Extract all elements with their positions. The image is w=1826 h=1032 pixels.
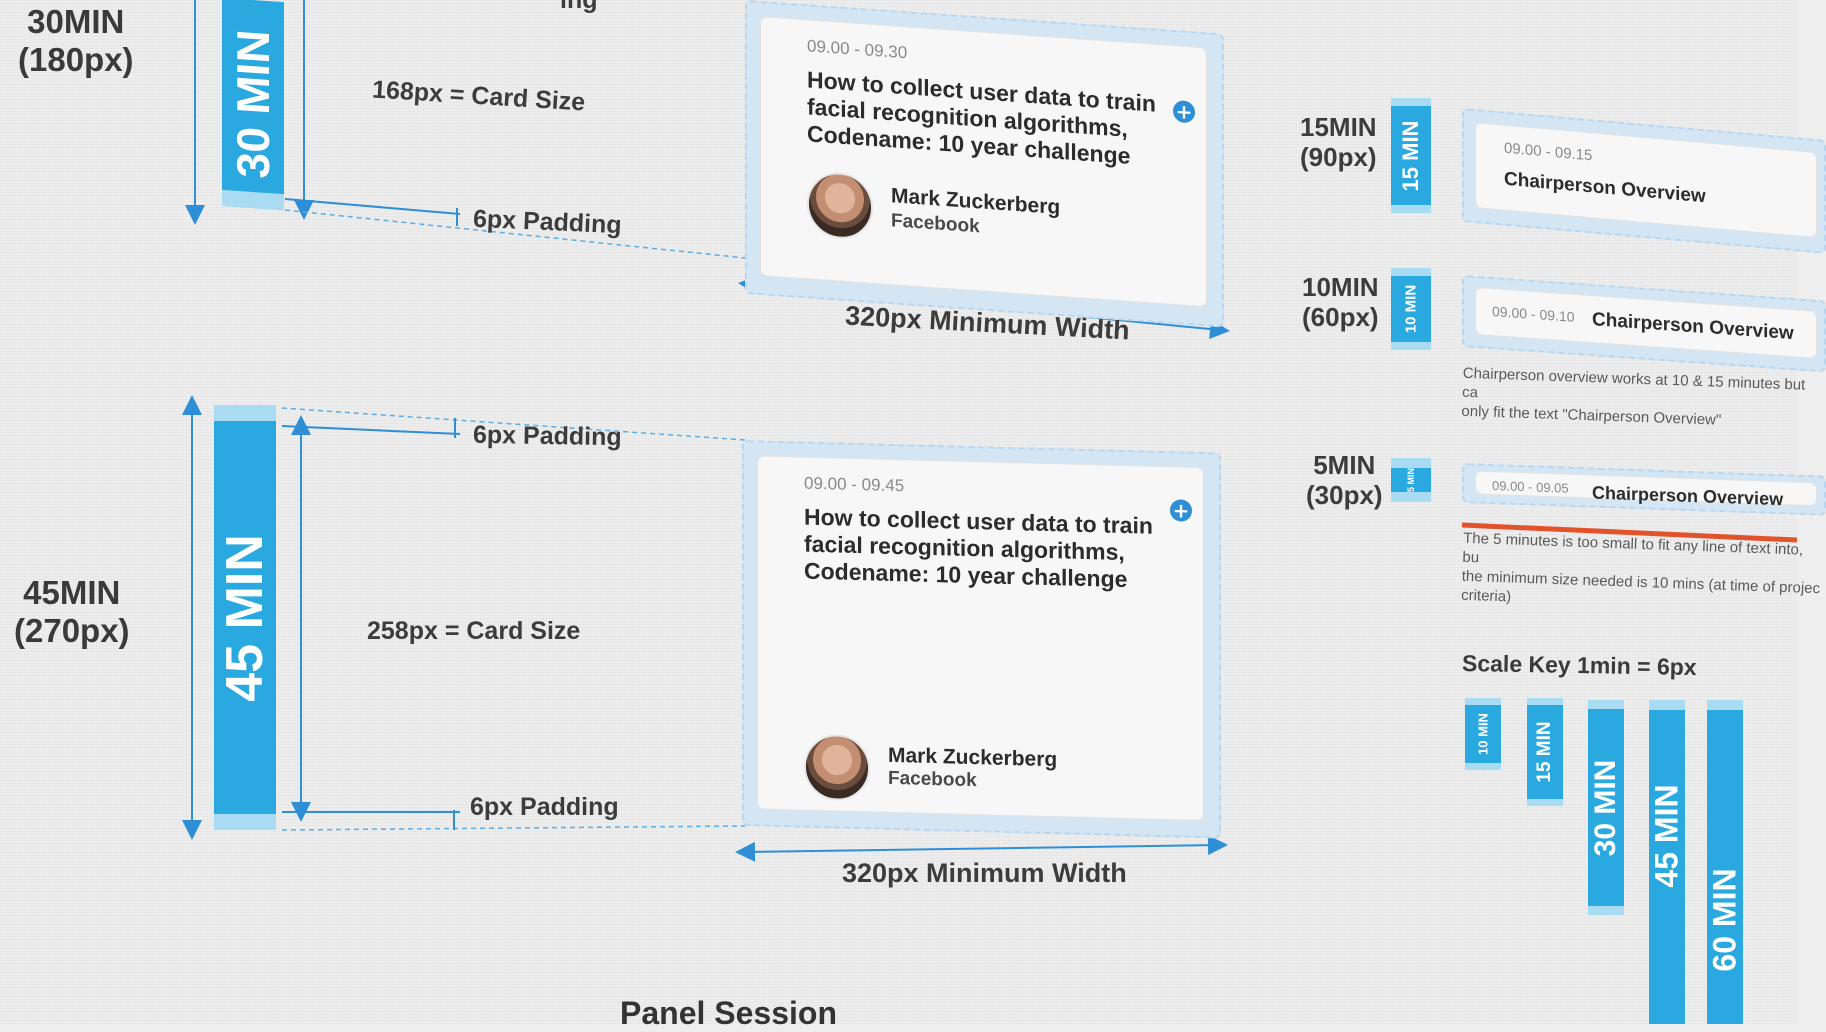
- bar-45min: 45 MIN: [214, 405, 276, 830]
- duration-min-5: 5MIN: [1313, 450, 1376, 480]
- bar-cap-top: [1391, 268, 1431, 276]
- min-width-label-45: 320px Minimum Width: [842, 858, 1127, 888]
- scale-key-title: Scale Key 1min = 6px: [1461, 649, 1697, 681]
- cutoff-label: ing: [560, 0, 598, 14]
- bar-cap-bottom: [1391, 205, 1431, 213]
- bar-cap-top: [214, 405, 276, 421]
- padding-label-45-bottom: 6px Padding: [470, 793, 619, 821]
- duration-min-45: 45MIN: [23, 574, 121, 611]
- card-size-45: 258px = Card Size: [367, 617, 581, 645]
- duration-label-15: 15MIN (90px): [1300, 112, 1377, 172]
- session-title: Chairperson Overview: [1504, 168, 1706, 208]
- duration-min-10: 10MIN: [1302, 272, 1379, 302]
- duration-label-30: 30MIN (180px): [18, 3, 134, 79]
- speaker-avatar: [807, 170, 873, 241]
- bar-cap-bottom: [1391, 492, 1431, 502]
- bar-cap-bottom: [1527, 799, 1563, 806]
- scale-bar-15: 15 MIN: [1527, 698, 1563, 806]
- session-card-5[interactable]: 09.00 - 09.05 Chairperson Overview: [1476, 471, 1816, 509]
- duration-label-45: 45MIN (270px): [14, 574, 130, 650]
- bar-cap-top: [1391, 98, 1431, 106]
- session-title: How to collect user data to train facial…: [804, 504, 1153, 594]
- scale-bar-30: 30 MIN: [1588, 700, 1624, 915]
- card-frame-30: 09.00 - 09.30 + How to collect user data…: [745, 0, 1224, 328]
- duration-px-10: (60px): [1302, 302, 1379, 332]
- session-title: Chairperson Overview: [1592, 309, 1794, 345]
- scale-bar-45: 45 MIN: [1649, 700, 1685, 1024]
- note-5min: The 5 minutes is too small to fit any li…: [1461, 529, 1823, 618]
- session-time: 09.00 - 09.45: [804, 473, 905, 496]
- card-frame-45: 09.00 - 09.45 + How to collect user data…: [742, 440, 1221, 839]
- scale-bar-label: 45 MIN: [1648, 784, 1685, 888]
- bar-label-15: 15 MIN: [1398, 120, 1423, 191]
- scale-bar-label: 10 MIN: [1475, 713, 1491, 755]
- speaker-company: Facebook: [891, 210, 980, 238]
- session-time: 09.00 - 09.05: [1492, 478, 1569, 496]
- bar-cap-top: [1465, 698, 1501, 705]
- session-card-45[interactable]: 09.00 - 09.45 + How to collect user data…: [758, 456, 1203, 821]
- scale-bar-label: 15 MIN: [1534, 721, 1555, 783]
- speaker-avatar: [804, 733, 870, 802]
- bar-label-45: 45 MIN: [216, 533, 274, 702]
- bar-cap-top: [1649, 700, 1685, 710]
- bar-30min: 30 MIN: [222, 0, 284, 211]
- bar-cap-top: [1391, 458, 1431, 468]
- bar-10min: 10 MIN: [1391, 268, 1431, 350]
- bar-15min: 15 MIN: [1391, 98, 1431, 213]
- session-card-10[interactable]: 09.00 - 09.10 Chairperson Overview: [1476, 287, 1816, 358]
- scale-bar-60: 60 MIN: [1707, 700, 1743, 1024]
- duration-px-5: (30px): [1306, 480, 1383, 510]
- add-session-icon[interactable]: +: [1170, 498, 1192, 523]
- session-title: How to collect user data to train facial…: [807, 66, 1156, 171]
- bar-cap-bottom: [1391, 342, 1431, 350]
- scale-bar-label: 60 MIN: [1706, 868, 1743, 972]
- speaker-company: Facebook: [888, 767, 977, 792]
- duration-px-15: (90px): [1300, 142, 1377, 172]
- session-card-15[interactable]: 09.00 - 09.15 Chairperson Overview: [1476, 123, 1816, 237]
- session-time: 09.00 - 09.30: [807, 36, 908, 63]
- bar-label-30: 30 MIN: [227, 28, 279, 180]
- session-time: 09.00 - 09.15: [1504, 139, 1593, 165]
- bar-label-5: 5 MIN: [1406, 467, 1416, 493]
- session-time: 09.00 - 09.10: [1492, 303, 1575, 325]
- bar-cap-top: [1527, 698, 1563, 705]
- bar-5min: 5 MIN: [1391, 458, 1431, 502]
- duration-min-30: 30MIN: [27, 3, 125, 40]
- duration-label-5: 5MIN (30px): [1306, 450, 1383, 510]
- scale-bar-10: 10 MIN: [1465, 698, 1501, 770]
- scale-bar-label: 30 MIN: [1589, 759, 1622, 856]
- bar-cap-top: [1588, 700, 1624, 709]
- session-card-30[interactable]: 09.00 - 09.30 + How to collect user data…: [761, 17, 1206, 307]
- duration-min-15: 15MIN: [1300, 112, 1377, 142]
- panel-session-heading: Panel Session: [620, 995, 837, 1031]
- session-title: Chairperson Overview: [1592, 482, 1784, 510]
- duration-label-10: 10MIN (60px): [1302, 272, 1379, 332]
- bar-cap-bottom: [214, 814, 276, 830]
- bar-cap-bottom: [1588, 906, 1624, 915]
- padding-label-45-top: 6px Padding: [472, 420, 622, 452]
- bar-cap-bottom: [1465, 763, 1501, 770]
- bar-cap-top: [1707, 700, 1743, 710]
- duration-px-30: (180px): [18, 41, 134, 78]
- add-session-icon[interactable]: +: [1173, 99, 1195, 124]
- duration-px-45: (270px): [14, 612, 130, 649]
- bar-label-10: 10 MIN: [1402, 284, 1420, 334]
